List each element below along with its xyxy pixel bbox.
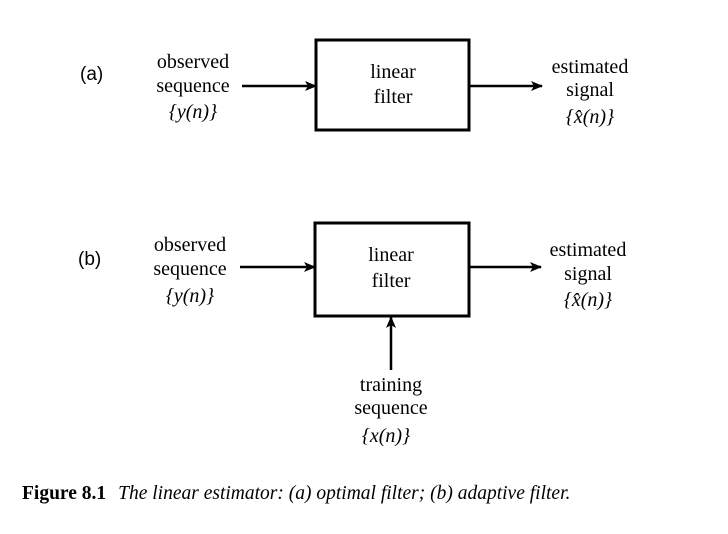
panel-b-input-line2: sequence xyxy=(153,258,226,280)
panel-b: (b) observed sequence {y(n)} linear filt… xyxy=(78,221,627,447)
panel-a-output-label: estimated signal {x̂(n)} xyxy=(552,56,629,128)
panel-b-output-label: estimated signal {x̂(n)} xyxy=(550,239,627,311)
panel-a-output-line2: signal xyxy=(566,79,614,101)
caption-text: The linear estimator: (a) optimal filter… xyxy=(118,483,571,504)
panel-a-output-line3: {x̂(n)} xyxy=(566,106,614,128)
figure-number: Figure 8.1 xyxy=(22,483,107,504)
panel-a-input-line3: {y(n)} xyxy=(169,101,217,123)
panel-b-training-line2: sequence xyxy=(354,397,427,419)
panel-b-output-line3: {x̂(n)} xyxy=(564,289,612,311)
panel-b-output-line2: signal xyxy=(564,263,612,285)
panel-a-output-line1: estimated xyxy=(552,56,629,78)
panel-a-filter-line1: linear xyxy=(370,61,416,83)
panel-b-label: (b) xyxy=(78,249,101,270)
panel-a-input-label: observed sequence {y(n)} xyxy=(156,51,229,123)
panel-a-label: (a) xyxy=(80,64,103,85)
panel-a-input-line2: sequence xyxy=(156,75,229,97)
panel-b-filter-line1: linear xyxy=(368,244,414,266)
panel-b-input-line1: observed xyxy=(154,234,226,256)
panel-a-input-line1: observed xyxy=(157,51,229,73)
panel-b-input-line3: {y(n)} xyxy=(166,285,214,307)
panel-a-filter-line2: filter xyxy=(374,86,413,108)
panel-b-training-label: training sequence {x(n)} xyxy=(354,374,427,447)
panel-b-input-label: observed sequence {y(n)} xyxy=(153,234,226,307)
panel-b-training-line3: {x(n)} xyxy=(362,425,410,447)
panel-b-training-line1: training xyxy=(360,374,422,396)
panel-b-output-line1: estimated xyxy=(550,239,627,261)
panel-b-filter-line2: filter xyxy=(372,270,411,292)
figure-caption: Figure 8.1 The linear estimator: (a) opti… xyxy=(22,483,570,505)
panel-a-filter-box xyxy=(314,38,471,132)
panel-a: (a) observed sequence {y(n)} linear filt… xyxy=(80,38,629,132)
